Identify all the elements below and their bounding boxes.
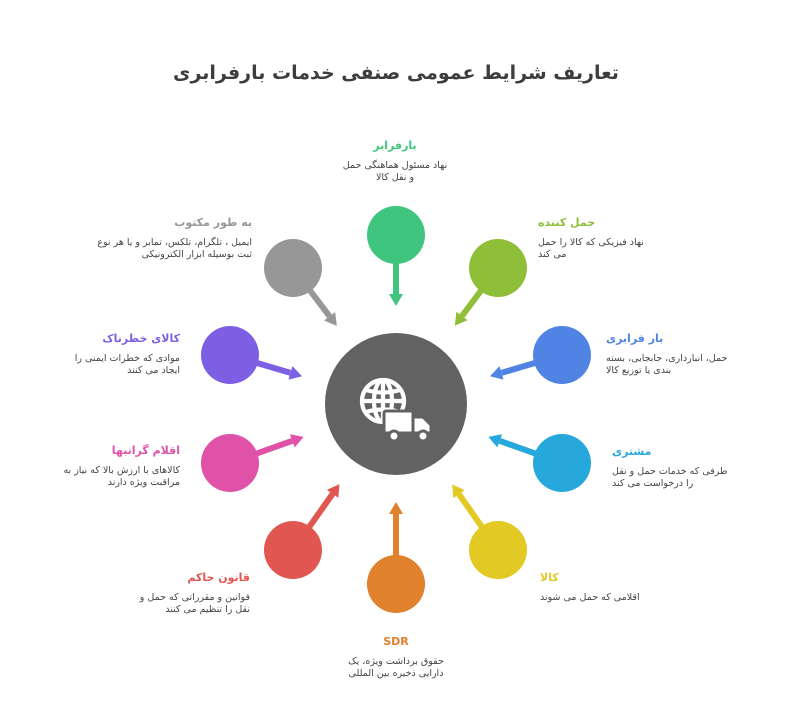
node-circle-kala [469,521,527,579]
node-circle-sdr [367,555,425,613]
arrowhead-sdr [389,502,403,514]
label-barfarabar: بارفرابر نهاد مسئول هماهنگی حمل و نقل کا… [330,140,460,184]
arrowhead-haml-konande [454,311,468,326]
label-desc: کالاهای با ارزش بالا که نیاز به مراقبت و… [63,465,180,488]
label-moshtari: مشتری طرفی که خدمات حمل و نقل را درخواست… [612,446,730,490]
arrow-kalaye-khatarnak [255,359,292,376]
diagram-title: تعاریف شرایط عمومی صنفی خدمات بارفرابری [173,62,619,84]
arrow-be-tore-maktoob [306,287,332,319]
label-title: به طور مکتوب [174,216,252,229]
label-desc: حقوق برداشت ویژه، یک دارایی ذخیره بین ال… [348,656,444,679]
label-desc: قوانین و مقرراتی که حمل و نقل را تنظیم م… [139,592,250,615]
arrow-kala [456,492,485,530]
label-aghlam-geranbaha: اقلام گرانبها کالاهای با ارزش بالا که نی… [56,445,180,489]
label-sdr: SDR حقوق برداشت ویژه، یک دارایی ذخیره بی… [331,636,461,680]
center-hub [325,333,467,475]
node-circle-kalaye-khatarnak [201,326,259,384]
arrowhead-moshtari [488,434,502,448]
label-title: SDR [383,635,409,648]
node-circle-be-tore-maktoob [264,239,322,297]
arrow-ghanoon-hakem [306,492,336,530]
globe-truck-icon [359,377,407,425]
label-title: بار فرابری [606,332,664,345]
truck-icon [382,409,433,443]
label-kala: کالا اقلامی که حمل می شوند [540,572,670,604]
arrowhead-bar-farabari [489,366,504,380]
label-desc: اقلامی که حمل می شوند [540,592,640,603]
label-title: مشتری [612,445,652,458]
label-title: کالا [540,571,559,584]
label-title: قانون حاکم [187,571,250,584]
arrow-aghlam-geranbaha [254,438,294,457]
label-haml-konande: حمل کننده نهاد فیزیکی که کالا را حمل می … [538,217,650,261]
node-circle-bar-farabari [533,326,591,384]
label-title: بارفرابر [373,139,417,152]
label-desc: موادی که خطرات ایمنی را ایجاد می کنند [74,353,180,376]
label-title: کالای خطرناک [102,332,180,345]
label-desc: طرفی که خدمات حمل و نقل را درخواست می کن… [612,466,728,489]
node-circle-ghanoon-hakem [264,521,322,579]
arrow-haml-konande [459,287,485,318]
arrowhead-aghlam-geranbaha [290,434,304,448]
label-desc: نهاد مسئول هماهنگی حمل و نقل کالا [342,160,448,183]
arrow-moshtari [498,438,538,457]
label-kalaye-khatarnak: کالای خطرناک موادی که خطرات ایمنی را ایج… [64,333,180,377]
label-title: اقلام گرانبها [111,444,180,457]
arrowhead-barfarabar [389,294,403,306]
arrow-bar-farabari [500,359,537,376]
node-circle-aghlam-geranbaha [201,434,259,492]
label-be-tore-maktoob: به طور مکتوب ایمیل ، تلگرام، تلکس، تمابر… [84,217,252,261]
label-desc: ایمیل ، تلگرام، تلکس، تمابر و یا هر نوع … [97,237,252,260]
label-bar-farabari: بار فرابری حمل، انبارداری، جابجایی، بسته… [606,333,732,377]
label-desc: حمل، انبارداری، جابجایی، بسته بندی یا تو… [606,353,728,376]
arrowhead-be-tore-maktoob [324,312,337,326]
arrowhead-kala [452,484,465,499]
node-circle-barfarabar [367,206,425,264]
arrowhead-ghanoon-hakem [326,484,340,498]
label-title: حمل کننده [538,216,596,229]
label-desc: نهاد فیزیکی که کالا را حمل می کند [538,237,644,260]
label-ghanoon-hakem: قانون حاکم قوانین و مقرراتی که حمل و نقل… [130,572,250,616]
arrowhead-kalaye-khatarnak [288,366,303,380]
node-circle-moshtari [533,434,591,492]
node-circle-haml-konande [469,239,527,297]
